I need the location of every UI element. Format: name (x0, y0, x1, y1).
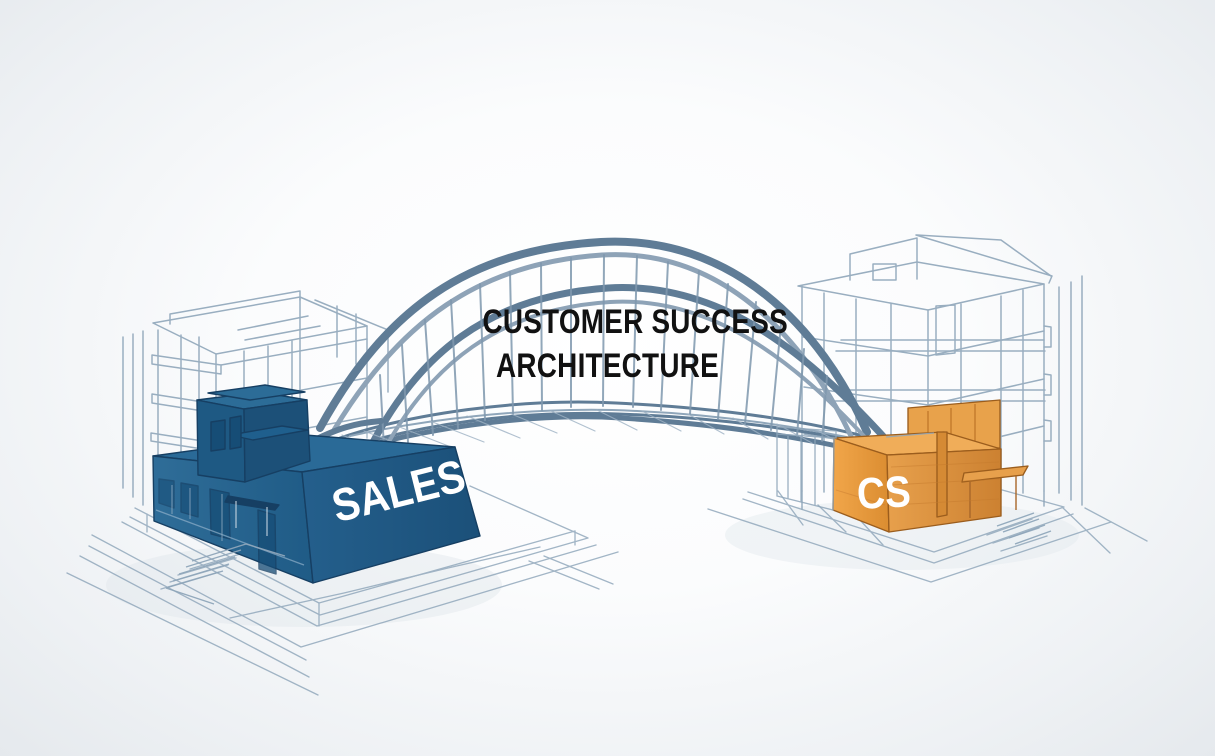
cs-building (832, 399, 1029, 533)
stairs (165, 512, 1052, 605)
title-line-2: ARCHITECTURE (496, 347, 719, 385)
arch-bridge (304, 237, 910, 459)
sales-site-plan (66, 485, 619, 696)
cs-glass-frame (776, 426, 935, 511)
cs-label: CS (855, 467, 912, 519)
title-block: CUSTOMER SUCCESS ARCHITECTURE (482, 300, 788, 388)
title-line-1: CUSTOMER SUCCESS (482, 303, 788, 341)
cs-site-plan (707, 457, 1148, 583)
sales-building (152, 384, 481, 584)
